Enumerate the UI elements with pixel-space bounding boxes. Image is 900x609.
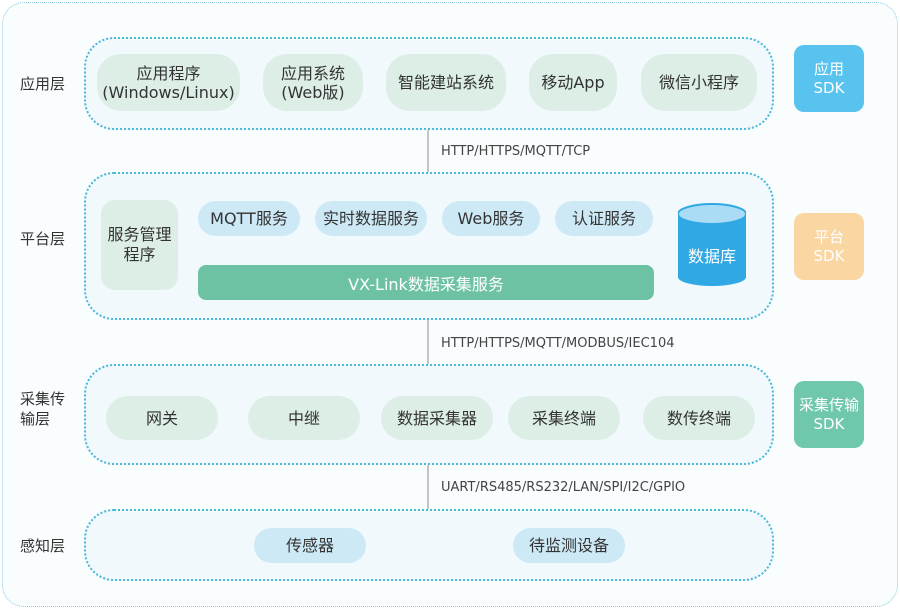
app-item-wechat: 微信小程序 — [641, 54, 757, 111]
perception-sensor: 传感器 — [254, 528, 366, 563]
connector-transport-perception — [427, 465, 429, 509]
sdk-app: 应用 SDK — [794, 45, 864, 112]
connector-app-platform — [427, 130, 429, 172]
database-label: 数据库 — [687, 247, 736, 266]
layer-label-transport: 采集传 输层 — [20, 390, 66, 428]
perception-layer-box — [84, 509, 774, 581]
database-icon — [677, 203, 747, 286]
service-mqtt: MQTT服务 — [198, 201, 300, 236]
sdk-platform: 平台 SDK — [794, 213, 864, 280]
protocol-label-2: HTTP/HTTPS/MQTT/MODBUS/IEC104 — [441, 336, 675, 351]
transport-collection-terminal: 采集终端 — [508, 396, 620, 440]
service-management: 服务管理 程序 — [101, 200, 178, 290]
service-realtime-data: 实时数据服务 — [315, 201, 427, 236]
app-item-mobile: 移动App — [529, 54, 617, 111]
app-item-desktop: 应用程序 (Windows/Linux) — [97, 54, 240, 111]
transport-data-collector: 数据采集器 — [381, 396, 493, 440]
perception-monitored-device: 待监测设备 — [513, 528, 625, 563]
protocol-label-1: HTTP/HTTPS/MQTT/TCP — [441, 144, 591, 159]
app-item-site-builder: 智能建站系统 — [386, 54, 506, 111]
vx-link-collector-service: VX-Link数据采集服务 — [198, 265, 654, 300]
database: 数据库 — [677, 203, 747, 287]
protocol-label-3: UART/RS485/RS232/LAN/SPI/I2C/GPIO — [441, 480, 686, 495]
app-item-web: 应用系统 (Web版) — [263, 54, 363, 111]
connector-platform-transport — [427, 320, 429, 364]
service-web: Web服务 — [442, 201, 540, 236]
transport-gateway: 网关 — [106, 396, 218, 440]
transport-dtu: 数传终端 — [643, 396, 755, 440]
transport-relay: 中继 — [248, 396, 360, 440]
service-auth: 认证服务 — [555, 201, 653, 236]
layer-label-platform: 平台层 — [20, 230, 66, 248]
sdk-transport: 采集传输 SDK — [794, 381, 864, 448]
layer-label-app: 应用层 — [20, 75, 66, 93]
layer-label-perception: 感知层 — [20, 537, 66, 555]
